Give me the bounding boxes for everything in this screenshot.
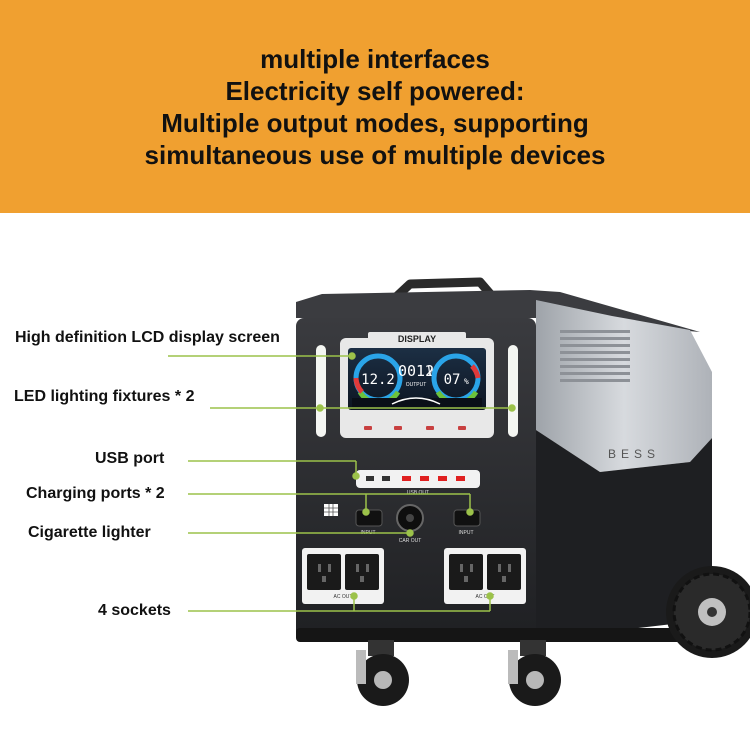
side-lower	[536, 430, 712, 640]
banner-line-2: Electricity self powered:	[225, 75, 525, 106]
display-button-2[interactable]	[394, 426, 402, 430]
ac-right-label: AC OUT	[476, 594, 495, 600]
usb-out-label: USB OUT	[407, 490, 429, 496]
carry-handle	[391, 277, 496, 302]
solar-icon	[324, 504, 338, 516]
callout-sockets: 4 sockets	[98, 602, 171, 619]
caster-wheel-left	[356, 640, 409, 706]
callout-led: LED lighting fixtures * 2	[14, 388, 195, 405]
lcd-percent: %	[464, 377, 469, 386]
display-label: DISPLAY	[398, 334, 436, 344]
led-strip-right	[508, 345, 518, 437]
carout-label: CAR OUT	[399, 538, 422, 544]
callout-lines	[168, 352, 516, 612]
ac-socket-3[interactable]	[449, 554, 483, 590]
usb-ports	[366, 476, 465, 481]
usb-panel	[356, 470, 480, 488]
ac-socket-1[interactable]	[307, 554, 341, 590]
banner-line-3: Multiple output modes, supporting	[161, 107, 589, 138]
ac-left-label: AC OUT	[334, 594, 353, 600]
input-right-label: INPUT	[459, 530, 474, 536]
led-strip-left	[316, 345, 326, 437]
rear-wheel	[666, 566, 750, 658]
display-button-3[interactable]	[426, 426, 434, 430]
lcd-power-unit: W	[428, 365, 436, 380]
usb-port-6[interactable]	[456, 476, 465, 481]
header-banner: multiple interfaces Electricity self pow…	[0, 0, 750, 213]
banner-line-1: multiple interfaces	[260, 43, 490, 74]
usb-port-4[interactable]	[420, 476, 429, 481]
caster-wheel-right	[508, 640, 561, 706]
brand-label: BESS	[608, 447, 660, 461]
lcd-screen	[348, 348, 486, 410]
display-buttons	[364, 426, 466, 430]
lcd-output-label: OUTPUT	[406, 382, 427, 388]
ac-socket-4[interactable]	[487, 554, 521, 590]
display-button-1[interactable]	[364, 426, 372, 430]
base-bar	[296, 628, 712, 642]
callout-usb: USB port	[95, 450, 165, 467]
banner-line-4: simultaneous use of multiple devices	[144, 139, 606, 170]
callout-lcd: High definition LCD display screen	[15, 329, 280, 346]
usb-port-3[interactable]	[402, 476, 411, 481]
power-station-illustration: BESS DISPLAY 12.2 0012 W OUTPUT 07 %	[168, 277, 750, 706]
usb-port-1[interactable]	[366, 476, 374, 481]
lcd-right-value: 07	[444, 372, 461, 388]
usb-port-2[interactable]	[382, 476, 390, 481]
callout-charging: Charging ports * 2	[26, 485, 165, 502]
side-panel	[536, 300, 712, 472]
lcd-left-value: 12.2	[361, 372, 395, 388]
lcd-power-value: 0012	[398, 362, 434, 380]
usb-port-5[interactable]	[438, 476, 447, 481]
callout-cigarette: Cigarette lighter	[28, 524, 151, 541]
display-button-4[interactable]	[458, 426, 466, 430]
ac-socket-2[interactable]	[345, 554, 379, 590]
side-vents	[560, 330, 630, 382]
